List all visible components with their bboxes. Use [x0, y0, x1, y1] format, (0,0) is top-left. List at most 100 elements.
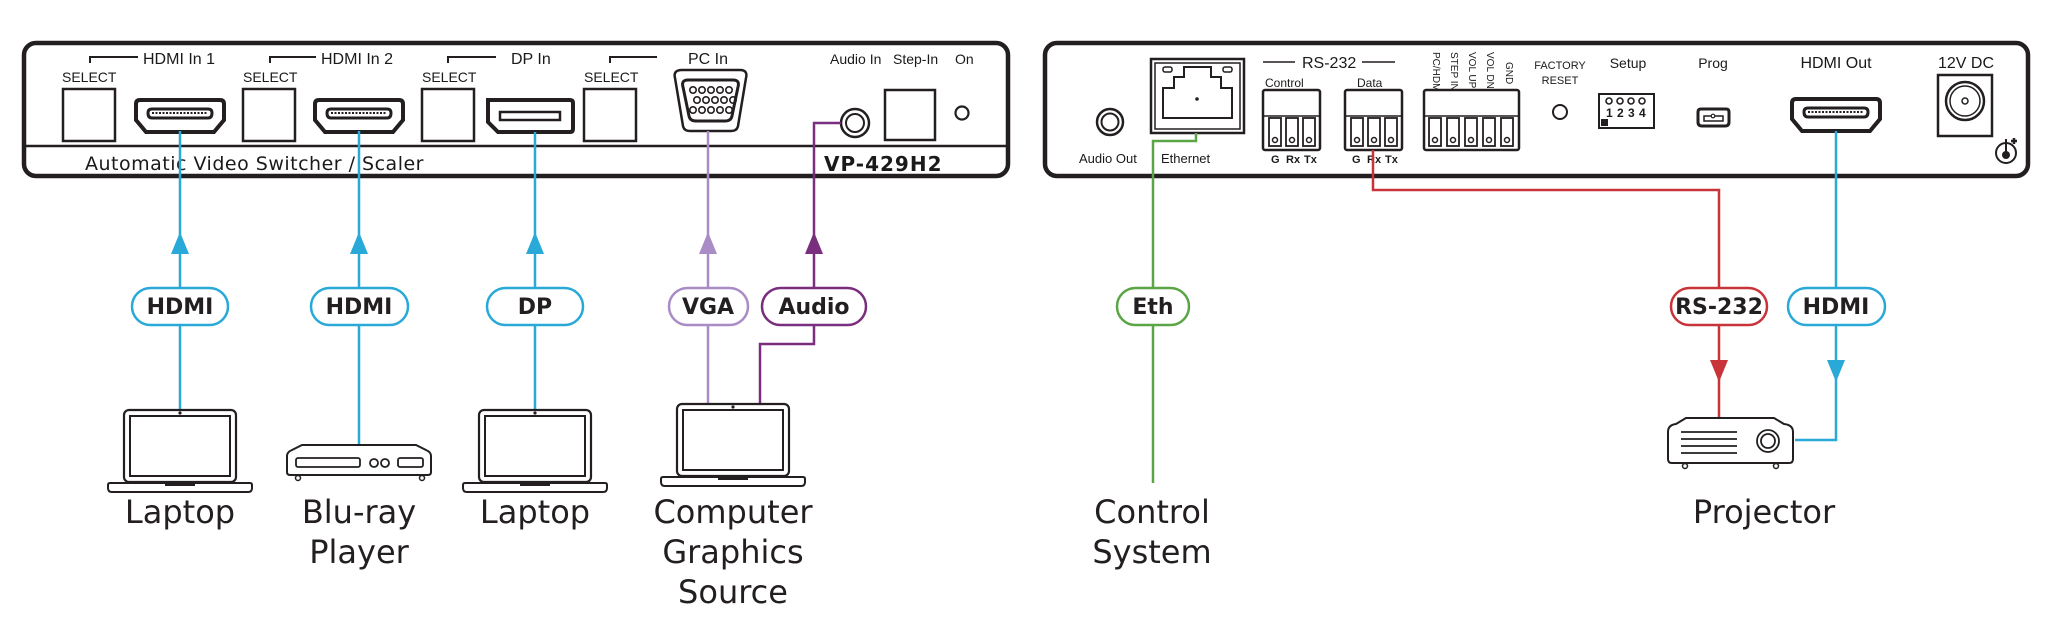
pill-dp-text: DP [518, 295, 552, 320]
prog-usb-port [1696, 107, 1731, 128]
pill-vga: VGA [667, 286, 750, 327]
device-labels: Laptop Blu-ray Player Laptop Computer Gr… [125, 493, 1836, 611]
power-label: 12V DC [1938, 55, 1994, 72]
pc-in-group: PC In [673, 51, 748, 133]
pill-rs232: RS-232 [1669, 286, 1769, 327]
brand-text: Automatic Video Switcher / Scaler [85, 153, 424, 175]
rs232-control-terminal [1261, 88, 1322, 152]
dip-4: 4 [1639, 106, 1646, 120]
pc-select-group: SELECT [582, 56, 657, 143]
dip-1: 1 [1606, 106, 1613, 120]
rs232-title: RS-232 [1302, 55, 1356, 72]
data-pin-g: G [1352, 154, 1361, 166]
pin-pc-hdmi-label: PC/HDMI [1430, 52, 1441, 94]
device-label-cgs-line1: Computer [653, 493, 813, 531]
rs232-arrow-down-icon [1710, 360, 1728, 382]
select-1-label: SELECT [62, 69, 117, 85]
pill-hdmi2: HDMI [309, 286, 410, 327]
data-pin-rx: Rx [1367, 154, 1382, 166]
control-pin-g: G [1271, 154, 1280, 166]
device-label-cgs-line2: Graphics [662, 533, 803, 571]
dp-in-label: DP In [511, 51, 551, 68]
hdmi2-arrow-up-icon [350, 232, 368, 254]
polarity-icon [1995, 138, 2017, 164]
pill-eth: Eth [1115, 286, 1191, 327]
hdmi-in-2-group: HDMI In 2 SELECT [241, 51, 405, 143]
hdmi-in-2-port [313, 98, 405, 134]
rs232-data-terminal [1343, 88, 1404, 152]
dp-in-group: DP In SELECT [420, 51, 575, 143]
cable-labels: HDMI HDMI DP VGA Audio Eth RS-232 HDMI [130, 286, 1887, 327]
device-label-bluray-line1: Blu-ray [302, 493, 416, 531]
factory-reset-label-2: RESET [1542, 75, 1579, 87]
bluray-player-icon [286, 444, 432, 482]
factory-reset-label-1: FACTORY [1534, 60, 1586, 72]
pin-vol-dn-label: VOL DN [1484, 52, 1495, 89]
laptop-icon [106, 408, 254, 494]
computer-graphics-source-icon [659, 402, 807, 488]
on-led [954, 105, 970, 121]
factory-reset-button[interactable] [1552, 104, 1568, 120]
audio-out-label: Audio Out [1079, 151, 1137, 166]
hdmi-out-cable [1795, 131, 1838, 442]
hdmi-out-label: HDMI Out [1800, 55, 1872, 72]
hdmi-out-arrow-down-icon [1827, 360, 1845, 382]
hdmi-in-1-group: HDMI In 1 SELECT [61, 51, 226, 143]
devices [106, 402, 1794, 494]
pill-hdmi1-text: HDMI [147, 295, 214, 320]
dc-power-jack [1936, 73, 1994, 138]
hdmi-in-1-label: HDMI In 1 [143, 51, 215, 68]
audio-in-label: Audio In [830, 51, 881, 67]
select-2-button[interactable] [241, 87, 297, 143]
device-label-cgs-line3: Source [678, 573, 788, 611]
control-pin-rx: Rx [1286, 154, 1301, 166]
audio-in-jack [839, 107, 871, 139]
pill-audio-text: Audio [778, 295, 849, 320]
pill-rs232-text: RS-232 [1675, 295, 1763, 320]
contact-closure-group: PC/HDMI STEP IN VOL UP VOL DN GND [1422, 52, 1521, 152]
data-pin-tx: Tx [1385, 154, 1399, 166]
select-1-button[interactable] [61, 87, 117, 143]
setup-dip-switch[interactable]: 1 2 3 4 [1598, 93, 1655, 129]
rs232-control-label: Control [1265, 76, 1304, 90]
pin-vol-up-label: VOL UP [1466, 52, 1477, 89]
dip-2: 2 [1617, 106, 1624, 120]
step-in-button[interactable] [883, 88, 937, 142]
ethernet-label: Ethernet [1161, 151, 1211, 166]
pill-vga-text: VGA [682, 295, 734, 320]
projector-icon [1667, 417, 1794, 470]
step-in-label: Step-In [893, 51, 938, 67]
audio-cable [758, 121, 841, 404]
rs232-group: RS-232 Control Data G Rx Tx [1261, 55, 1404, 166]
ethernet-port [1149, 57, 1246, 135]
ethernet-group: Ethernet [1149, 57, 1246, 166]
audio-out-group: Audio Out [1079, 107, 1137, 166]
laptop-icon [461, 408, 609, 494]
vga-port [673, 68, 748, 133]
hdmi1-arrow-up-icon [171, 232, 189, 254]
device-label-control-line2: System [1092, 533, 1211, 571]
contact-closure-terminal [1422, 88, 1521, 152]
dp-arrow-up-icon [526, 232, 544, 254]
select-4-button[interactable] [582, 87, 638, 143]
pill-eth-text: Eth [1132, 295, 1173, 320]
device-label-bluray-line2: Player [309, 533, 409, 571]
front-panel: Automatic Video Switcher / Scaler VP-429… [21, 40, 1011, 179]
hdmi-in-1-port [134, 98, 226, 134]
select-3-button[interactable] [420, 87, 476, 143]
pill-audio: Audio [760, 286, 868, 327]
hdmi-out-group: HDMI Out [1790, 55, 1882, 133]
rs232-cable [1371, 150, 1721, 420]
vga-arrow-up-icon [699, 232, 717, 254]
setup-group: Setup 1 2 3 4 [1598, 55, 1655, 129]
select-4-label: SELECT [584, 69, 639, 85]
device-label-laptop-1: Laptop [125, 493, 235, 531]
select-3-label: SELECT [422, 69, 477, 85]
pc-in-label: PC In [688, 51, 728, 68]
control-pin-tx: Tx [1304, 154, 1318, 166]
power-group: 12V DC [1936, 55, 2017, 164]
pill-hdmi-out-text: HDMI [1803, 295, 1870, 320]
factory-reset-group: FACTORY RESET [1534, 60, 1586, 120]
on-label: On [955, 51, 974, 67]
